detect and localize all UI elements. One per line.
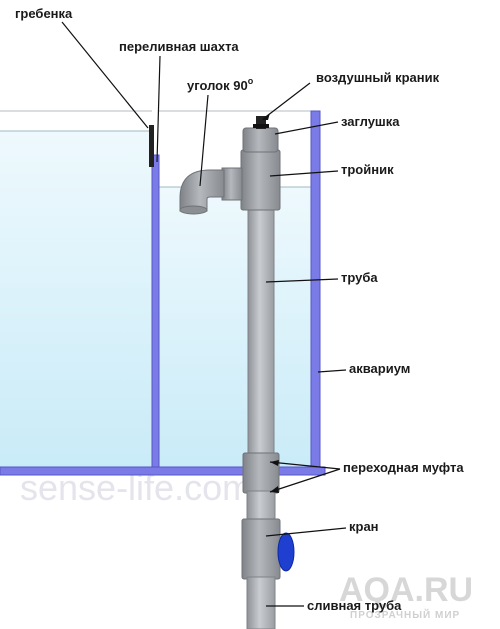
tee [240, 149, 281, 211]
aquarium-bottom-glass [0, 466, 326, 476]
leader-adapter-2 [269, 468, 341, 493]
label-adapter: переходная муфта [343, 460, 464, 475]
label-comb: гребенка [15, 6, 73, 21]
aquarium-wall [310, 110, 321, 468]
water-right [158, 187, 315, 468]
air-valve [256, 116, 266, 129]
label-aquarium: аквариум [349, 361, 410, 376]
label-pipe: труба [341, 270, 378, 285]
label-air-valve: воздушный краник [316, 70, 440, 85]
tee-side-branch [221, 167, 243, 201]
drain-pipe [246, 576, 276, 629]
adapter-coupling [242, 452, 280, 494]
arrowhead-adapter-1 [270, 460, 279, 466]
leader-cap [274, 121, 339, 135]
label-elbow: уголок 90о [187, 76, 254, 93]
label-elbow-degree: о [248, 76, 254, 86]
label-cap: заглушка [341, 114, 400, 129]
leader-air-valve [262, 82, 311, 120]
comb [149, 125, 154, 167]
arrowhead-air-valve [262, 113, 270, 120]
overflow-shaft-wall [151, 154, 160, 468]
label-tee: тройник [341, 162, 394, 177]
arrowhead-adapter-2 [270, 486, 279, 493]
label-elbow-text: уголок 90 [187, 78, 248, 93]
label-overflow-shaft: переливная шахта [119, 39, 239, 54]
valve-handle [277, 532, 295, 572]
label-drain-pipe: сливная труба [307, 598, 402, 613]
leader-adapter-1 [269, 461, 341, 470]
water-left [0, 131, 152, 468]
leader-aquarium [317, 369, 347, 373]
logo-subtitle: ПРОЗРАЧНЫЙ МИР [350, 608, 460, 621]
elbow-opening [179, 205, 208, 215]
lower-pipe [246, 490, 276, 522]
valve-body [241, 518, 281, 580]
leader-valve [265, 527, 347, 537]
leader-elbow [199, 94, 209, 187]
cap [242, 127, 279, 153]
pipe [247, 194, 275, 456]
logo-text: AQA.RU [339, 571, 473, 609]
label-valve: кран [349, 519, 379, 534]
air-valve-knob [253, 124, 269, 128]
leader-pipe [265, 278, 339, 283]
leader-comb [61, 21, 149, 129]
leader-overflow-shaft [156, 55, 161, 163]
leader-tee [269, 170, 339, 177]
